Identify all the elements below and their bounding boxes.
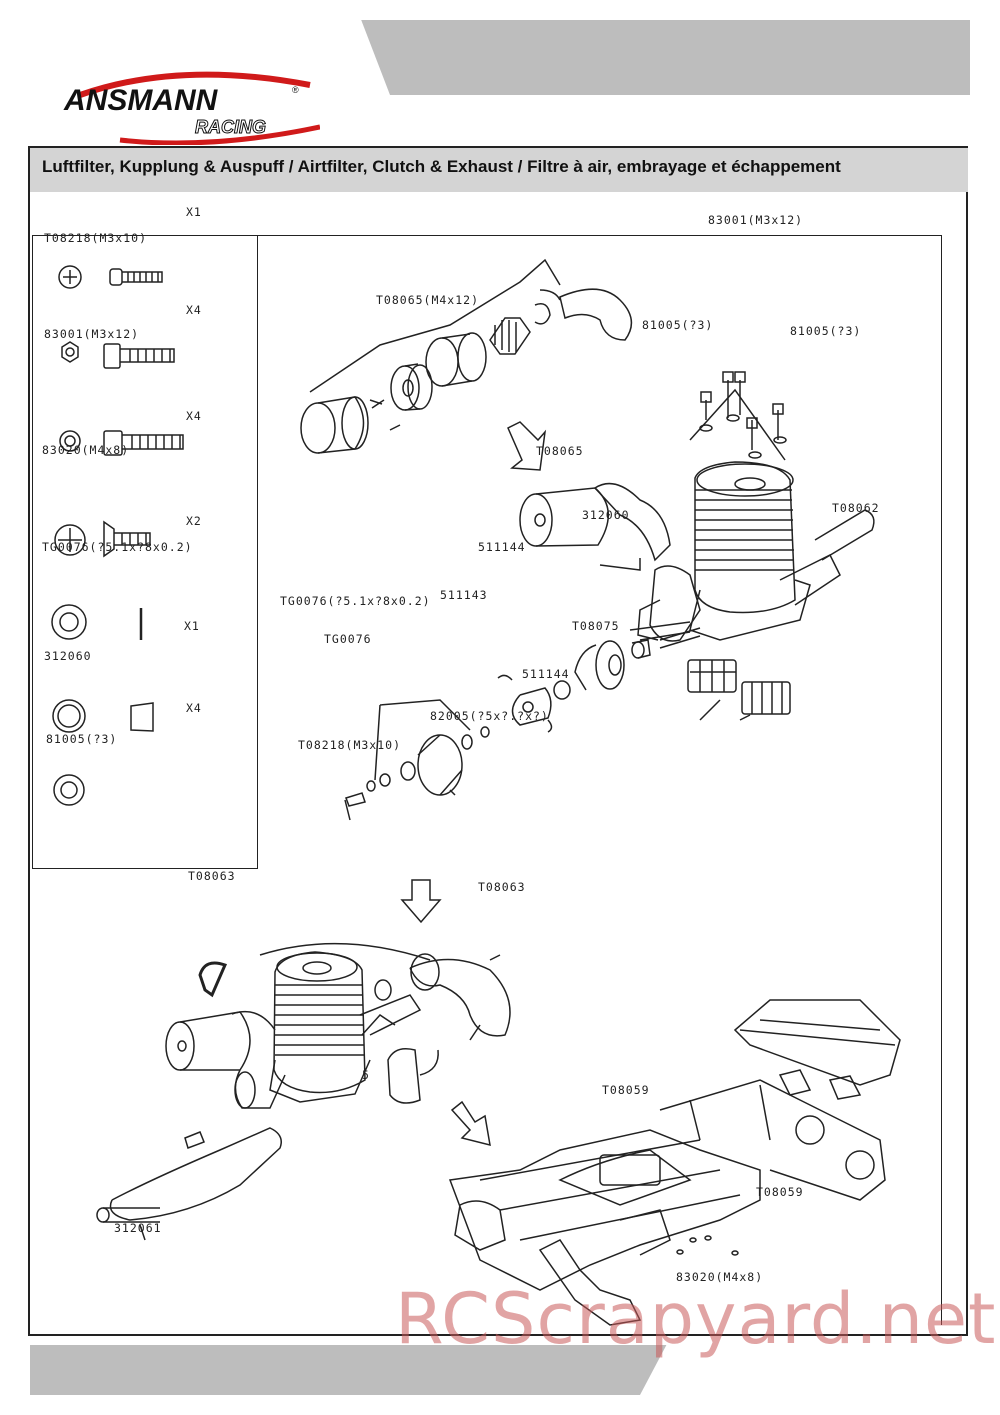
callout: 83001(M3x12)	[708, 213, 804, 227]
engine-lower	[165, 951, 439, 1109]
part-qty: X1	[186, 205, 202, 219]
section-title: Luftfilter, Kupplung & Auspuff / Airtfil…	[42, 157, 841, 176]
part-code: 81005(?3)	[46, 732, 118, 746]
inner-frame-top	[32, 235, 942, 236]
page-frame	[28, 146, 968, 1336]
air-filter-parts	[300, 258, 633, 454]
part-qty: X4	[186, 303, 202, 317]
callout: T08075	[572, 619, 620, 633]
inner-frame-right	[941, 235, 942, 1325]
bolt-icon	[61, 341, 175, 369]
arrow-down-icon	[400, 879, 442, 924]
bottom-banner-cutout	[640, 1345, 970, 1395]
arrow-diagonal-icon	[450, 1100, 491, 1147]
part-qty: X2	[186, 514, 202, 528]
ansmann-racing-logo: ANSMANN ® RACING	[63, 71, 320, 145]
top-banner-cutout	[30, 20, 390, 95]
callout: 81005(?3)	[790, 324, 862, 338]
arrow-icon	[507, 421, 547, 471]
part-code: 83001(M3x12)	[44, 327, 140, 341]
callout: T08065	[536, 444, 584, 458]
callout: 83020(M4x8)	[676, 1270, 764, 1284]
callout: T08063	[478, 880, 526, 894]
brand-name: ANSMANN	[63, 84, 219, 117]
callout: 511144	[478, 540, 526, 554]
brand-registered: ®	[292, 85, 299, 95]
engine-assembly	[629, 461, 875, 721]
exhaust-header	[259, 942, 511, 1041]
clip-icon	[53, 774, 85, 806]
callout: T08063	[188, 869, 236, 883]
clutch-parts	[344, 627, 701, 821]
part-code: 83020(M4x8)	[42, 443, 130, 457]
part-qty: X1	[184, 619, 200, 633]
callout: T08065(M4x12)	[376, 293, 480, 307]
exhaust-pipe	[96, 1127, 282, 1241]
callout: 511144	[522, 667, 570, 681]
callout: 312061	[114, 1221, 162, 1235]
block-icon	[130, 702, 154, 732]
bolt-icon	[59, 430, 184, 456]
callout: T08059	[756, 1185, 804, 1199]
buggy-chassis	[448, 999, 901, 1326]
part-code: TG0076(?5.1x?8x0.2)	[42, 540, 193, 554]
washer-icon	[51, 604, 87, 640]
screw-icon	[58, 265, 163, 289]
part-qty: X4	[186, 701, 202, 715]
ring-icon	[52, 699, 86, 733]
part-qty: X4	[186, 409, 202, 423]
section-header-band	[30, 148, 968, 192]
part-code: T08218(M3x10)	[44, 231, 148, 245]
callout: TG0076	[324, 632, 372, 646]
callout: TG0076(?5.1x?8x0.2)	[280, 594, 431, 608]
countersunk-screw-icon	[54, 520, 151, 558]
part-code: 312060	[44, 649, 92, 663]
callout: T08218(M3x10)	[298, 738, 402, 752]
brand-sub: RACING	[195, 117, 266, 137]
airbox-and-hose	[519, 482, 671, 571]
callout: 511143	[440, 588, 488, 602]
callout: 81005(?3)	[642, 318, 714, 332]
watermark-text: RCScrapyard.net	[395, 1278, 997, 1360]
callout: T08059	[602, 1083, 650, 1097]
screws-top	[689, 371, 787, 461]
